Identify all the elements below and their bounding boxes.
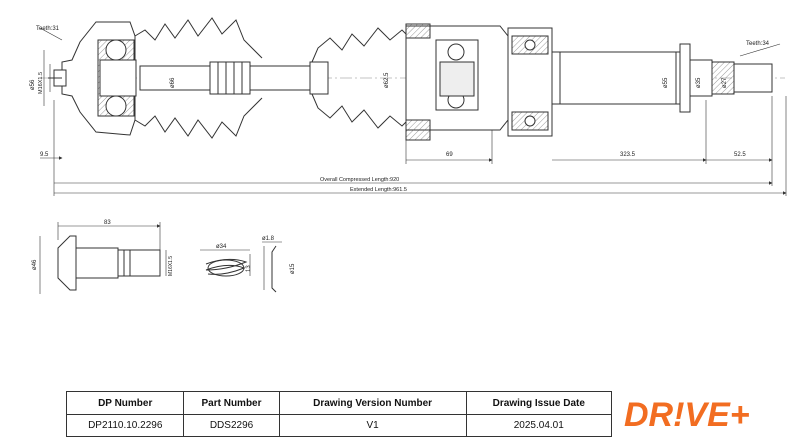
- drive-logo: DR!VE+: [624, 396, 750, 434]
- outer-cv-joint: [48, 21, 137, 136]
- header-drawing-version: Drawing Version Number: [278, 391, 467, 415]
- header-dp-number: DP Number: [65, 391, 185, 415]
- detail-stub-shaft: [39, 222, 167, 294]
- value-drawing-version: V1: [278, 414, 467, 437]
- detail-d1-8: ø1.8: [262, 236, 275, 242]
- dim-thread: M16X1.5: [38, 72, 44, 94]
- dim-d55: ø55: [663, 77, 669, 88]
- detail-thread: M16X1.5: [168, 256, 174, 276]
- dim-9-5: 9.5: [40, 152, 49, 158]
- value-issue-date: 2025.04.01: [465, 414, 613, 437]
- dimension-lines: [39, 27, 787, 196]
- detail-d46: ø46: [32, 259, 38, 270]
- bearing-flange: [507, 27, 773, 137]
- logo-text: DR!VE+: [624, 396, 750, 434]
- outer-boot: [134, 17, 263, 139]
- detail-13: 13: [246, 265, 252, 272]
- detail-circlip: [262, 241, 282, 293]
- header-issue-date: Drawing Issue Date: [465, 391, 613, 415]
- detail-spring-clip: [200, 249, 251, 277]
- dim-52-5: 52.5: [734, 152, 746, 158]
- dim-d66: ø66: [170, 77, 176, 88]
- overall-length-label: Overall Compressed Length:920: [320, 177, 399, 183]
- header-part-number: Part Number: [183, 391, 280, 415]
- detail-d15: ø15: [290, 263, 296, 274]
- value-dp-number: DP2110.10.2296: [65, 414, 185, 437]
- inner-boot: [309, 27, 409, 129]
- teeth-right-label: Teeth:34: [746, 41, 770, 47]
- value-part-number: DDS2296: [183, 414, 280, 437]
- inner-joint-housing: [405, 23, 517, 141]
- detail-length-83: 83: [104, 220, 111, 226]
- drive-shaft: [139, 61, 311, 95]
- dim-d27: ø27: [722, 77, 728, 88]
- dim-323-5: 323.5: [620, 152, 636, 158]
- dim-69: 69: [446, 152, 453, 158]
- teeth-left-label: Teeth:31: [36, 26, 60, 32]
- dim-d35: ø35: [696, 77, 702, 88]
- extended-length-label: Extended Length:961.5: [350, 187, 407, 193]
- detail-d34: ø34: [216, 244, 227, 250]
- dim-d56: ø56: [30, 79, 36, 90]
- title-block: DP Number Part Number Drawing Version Nu…: [65, 391, 613, 437]
- dim-d625: ø62.5: [384, 72, 390, 88]
